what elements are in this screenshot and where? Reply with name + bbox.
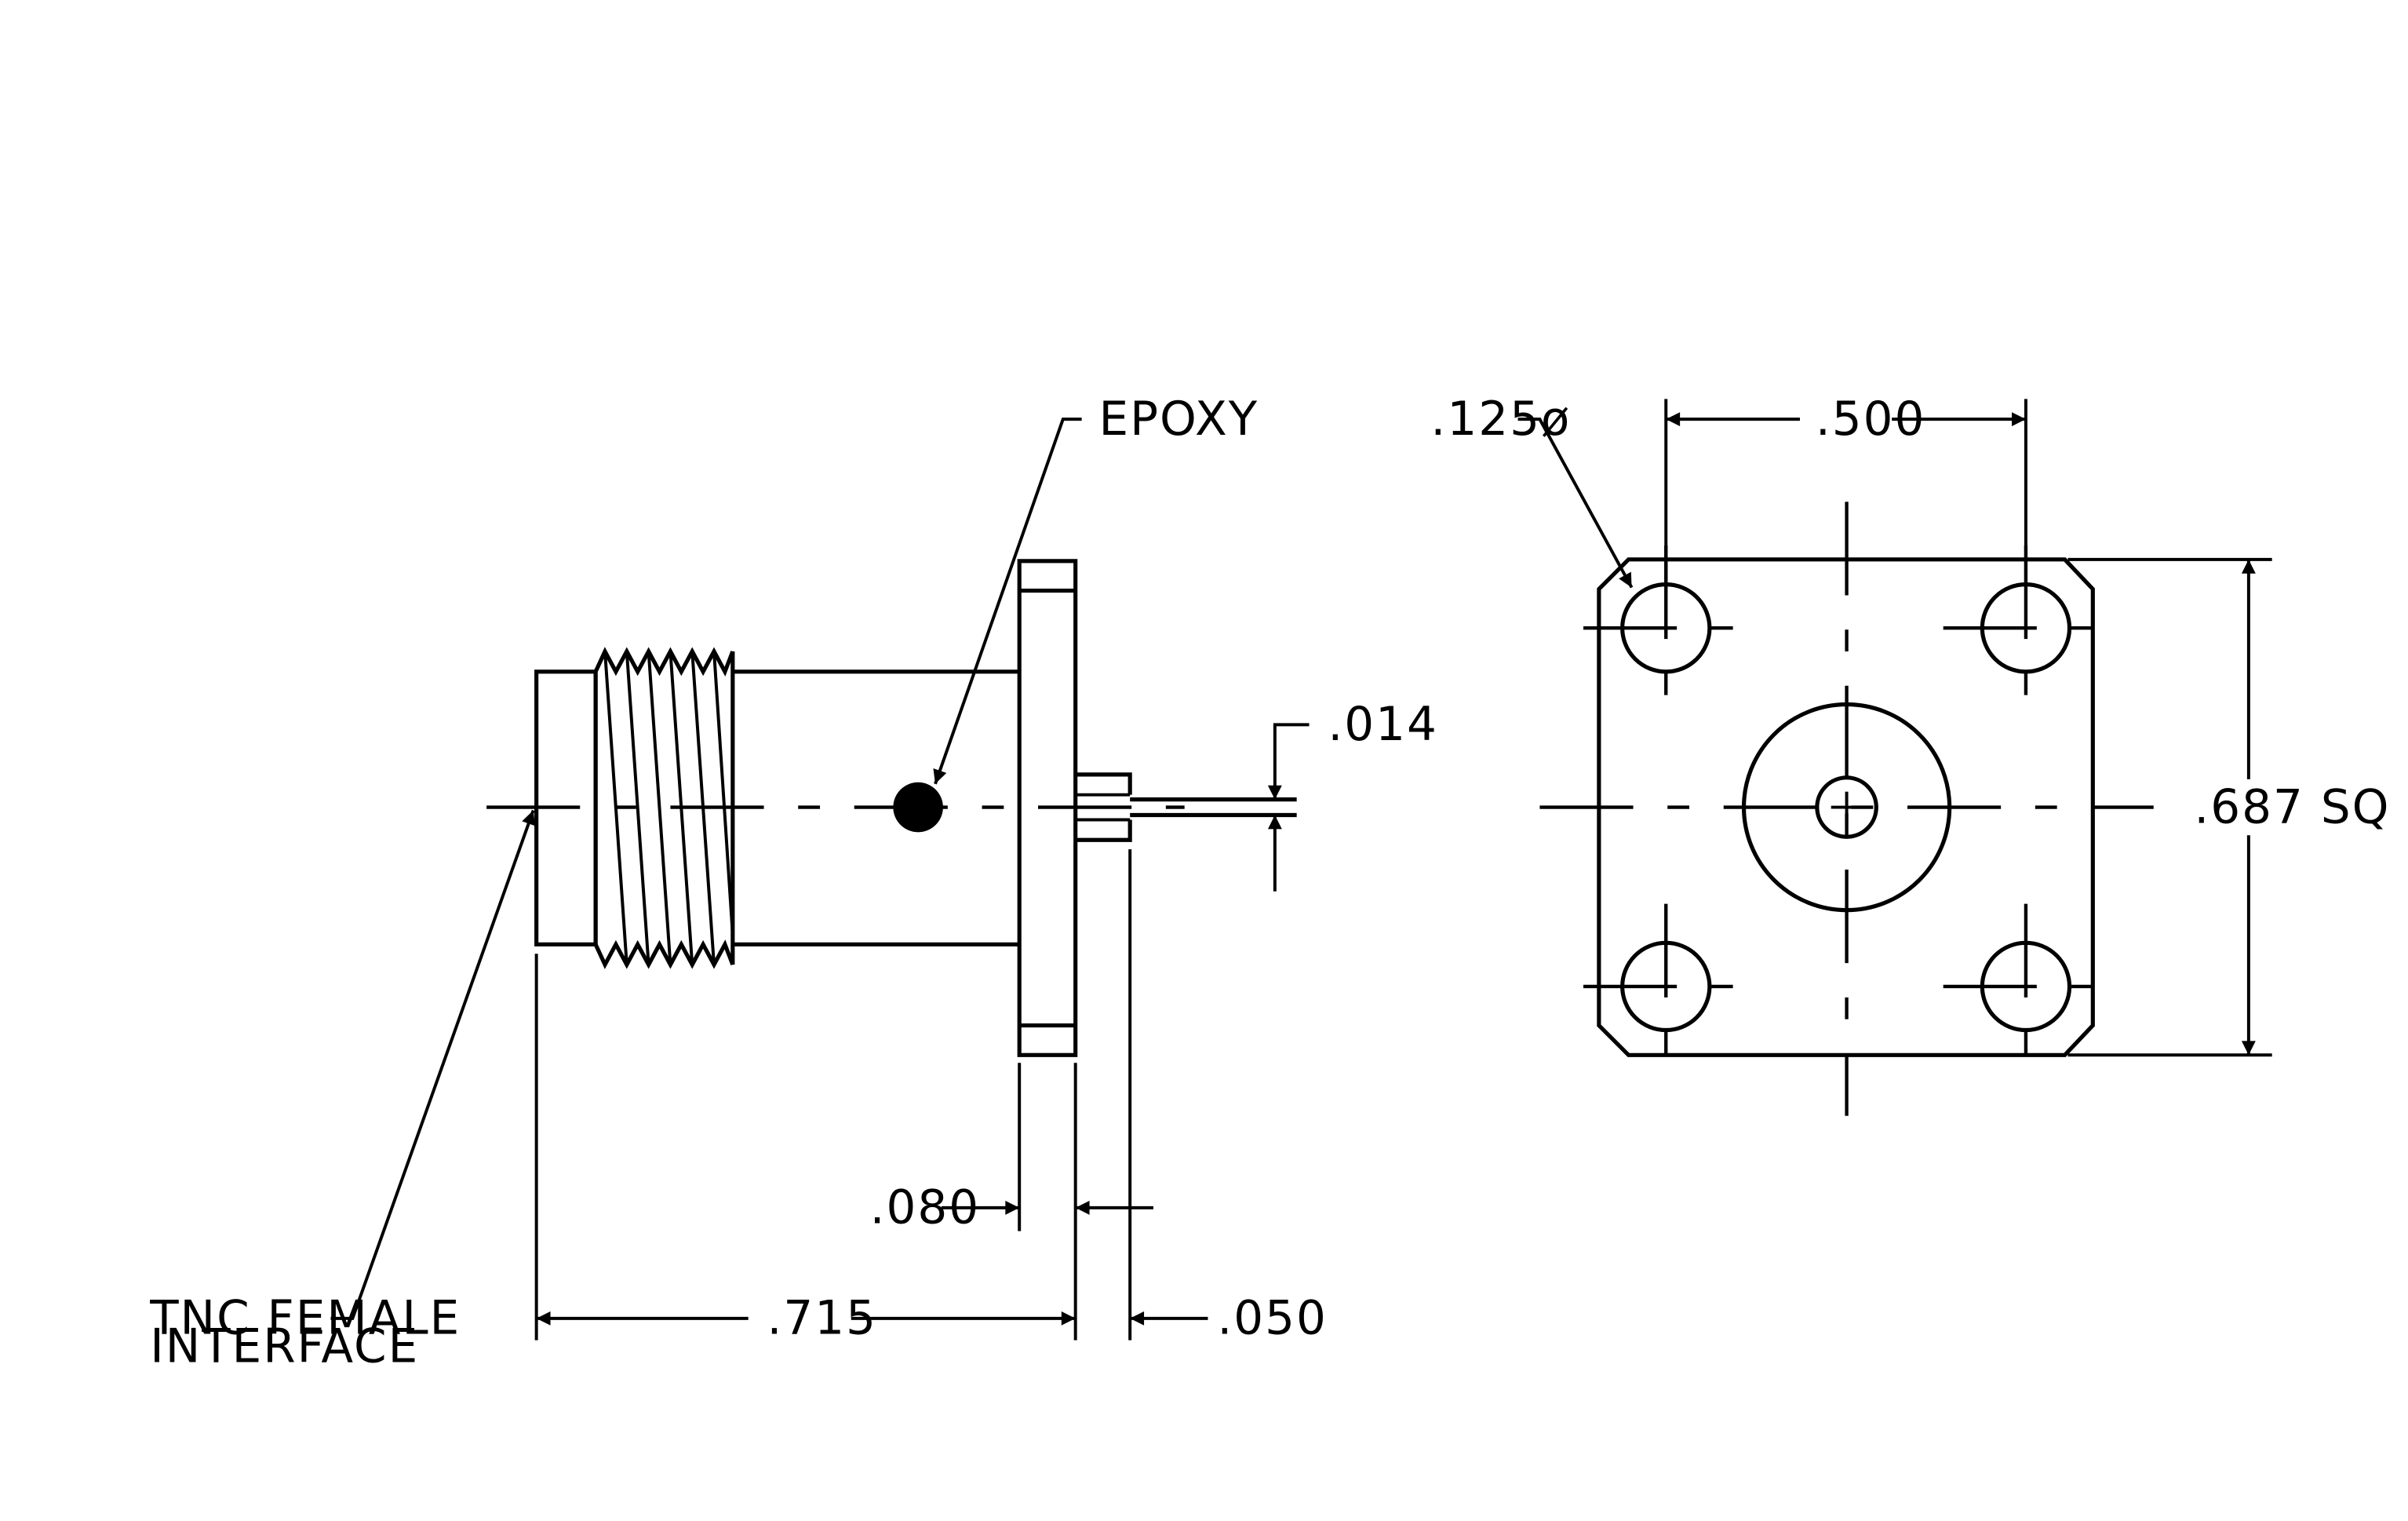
flange-thickness-label: .080 [870,1181,981,1235]
pin-diameter-dimension: .014 [1267,698,1438,892]
hole-diameter-label: .125ø [1430,392,1571,447]
pin-diameter-label: .014 [1328,698,1438,752]
flange-thickness-dimension: .080 [870,1181,1153,1235]
overall-length-dimension: .715 [536,1292,1076,1346]
overall-length-label: .715 [767,1292,878,1346]
mount-hole-bottom-left [1583,903,1749,1070]
hole-diameter-leader: .125ø [1430,392,1634,589]
pin-protrusion-dimension: .050 [1130,1292,1328,1346]
tnc-leader: TNC FEMALE INTERFACE [149,809,536,1373]
side-view [486,559,1297,1057]
epoxy-label: EPOXY [1098,392,1259,447]
front-view [1539,502,2154,1116]
pin-protrusion-label: .050 [1217,1292,1328,1346]
flange-square-label: .687 SQ [2194,780,2390,834]
flange-square-dimension: .687 SQ [2067,557,2390,1057]
mount-hole-bottom-right [1943,903,2109,1070]
flange-outline [1597,557,2095,1057]
tnc-label-line1: TNC FEMALE [149,1292,461,1346]
hole-spacing-dimension: .500 [1664,392,2027,585]
tnc-label-line2: INTERFACE [150,1319,419,1373]
hole-spacing-label: .500 [1816,392,1926,447]
epoxy-leader: EPOXY [933,392,1259,785]
